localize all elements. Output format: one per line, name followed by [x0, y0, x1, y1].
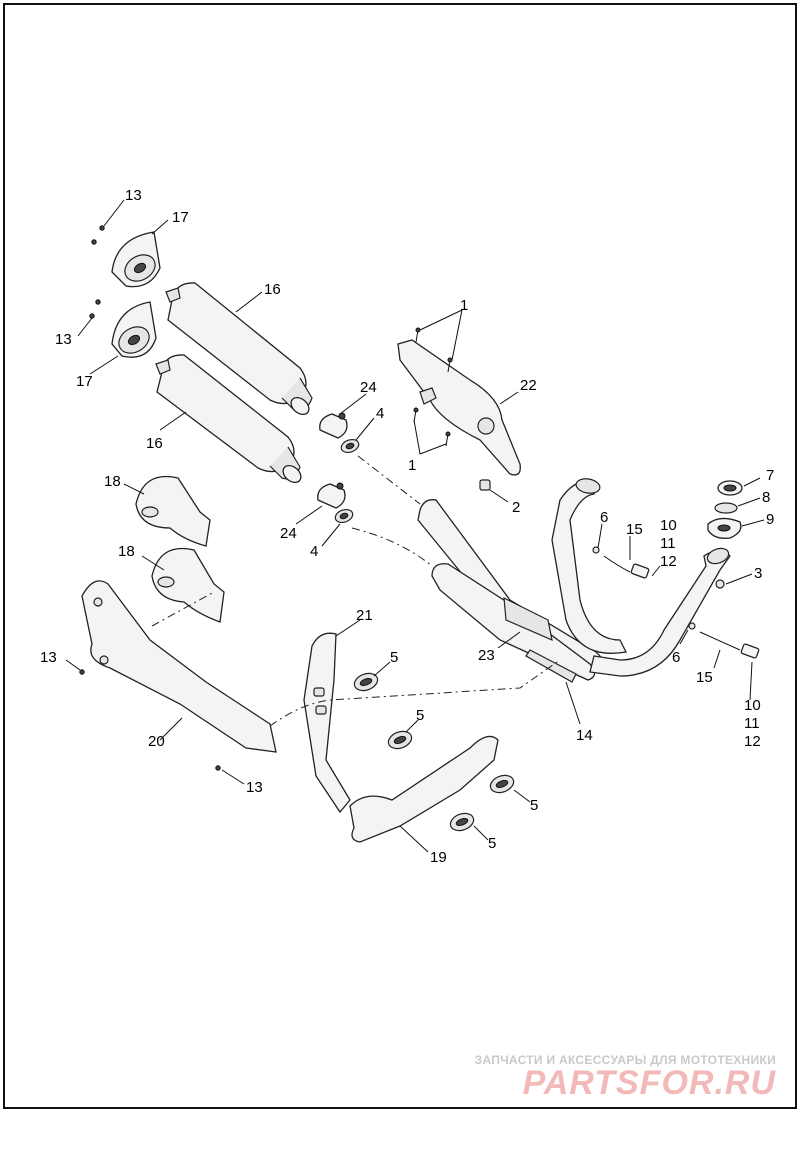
- heat-shield-upper[interactable]: [81, 580, 277, 753]
- callout-13c: 13: [40, 649, 57, 666]
- callout-numbers: 13 17 16 13 17 1 24 22 4 16 1 7 8 18 2 9…: [40, 187, 774, 866]
- exhaust-flange[interactable]: [707, 517, 742, 539]
- cap-screws-upper: [89, 225, 105, 319]
- end-cap-upper[interactable]: [111, 231, 161, 288]
- callout-23: 23: [478, 647, 495, 664]
- watermark: ЗАПЧАСТИ И АКСЕССУАРЫ ДЛЯ МОТОТЕХНИКИ PA…: [475, 1053, 777, 1102]
- callout-17b: 17: [76, 373, 93, 390]
- head-pipe-front[interactable]: [551, 477, 627, 654]
- callout-8: 8: [762, 489, 770, 506]
- callout-24b: 24: [280, 525, 297, 542]
- callout-22: 22: [520, 377, 537, 394]
- watermark-tagline: ЗАПЧАСТИ И АКСЕССУАРЫ ДЛЯ МОТОТЕХНИКИ: [475, 1053, 776, 1067]
- callout-4a: 4: [376, 405, 384, 422]
- callout-10b: 10: [744, 697, 761, 714]
- callout-2: 2: [512, 499, 520, 516]
- retaining-ring[interactable]: [717, 480, 743, 496]
- callout-15a: 15: [626, 521, 643, 538]
- callout-6a: 6: [600, 509, 608, 526]
- callout-11a: 11: [660, 535, 676, 552]
- callout-6b: 6: [672, 649, 680, 666]
- oxygen-sensor-front[interactable]: [592, 546, 650, 579]
- mounting-bracket[interactable]: [397, 339, 521, 476]
- callout-14: 14: [576, 727, 593, 744]
- gasket-5a[interactable]: [352, 670, 380, 693]
- flange-nut[interactable]: [715, 579, 725, 589]
- end-cap-lower[interactable]: [111, 301, 157, 358]
- gasket-upper[interactable]: [339, 437, 360, 454]
- callout-12b: 12: [744, 733, 761, 750]
- gasket-5c[interactable]: [488, 772, 516, 795]
- callout-11b: 11: [744, 715, 760, 732]
- muffler-clamp-lower[interactable]: [317, 482, 346, 509]
- callout-7: 7: [766, 467, 774, 484]
- callout-16a: 16: [264, 281, 281, 298]
- bracket-bolts: [413, 327, 453, 447]
- bracket-nut[interactable]: [479, 479, 491, 491]
- callout-13d: 13: [246, 779, 263, 796]
- callout-9: 9: [766, 511, 774, 528]
- watermark-logo: PARTSFOR.RU: [523, 1064, 777, 1102]
- callout-18b: 18: [118, 543, 135, 560]
- gasket-5b[interactable]: [386, 728, 414, 751]
- callout-21: 21: [356, 607, 373, 624]
- callout-5d: 5: [488, 835, 496, 852]
- leader-lines: [65, 199, 765, 853]
- assembly-lines: [151, 455, 561, 727]
- callout-17a: 17: [172, 209, 189, 226]
- callout-3: 3: [754, 565, 762, 582]
- muffler-clamp-upper[interactable]: [319, 412, 348, 439]
- muffler-upper[interactable]: [165, 282, 313, 418]
- muffler-shield-upper[interactable]: [135, 475, 211, 547]
- callout-5c: 5: [530, 797, 538, 814]
- callout-20: 20: [148, 733, 165, 750]
- callout-5a: 5: [390, 649, 398, 666]
- gasket-5d[interactable]: [448, 810, 476, 833]
- callout-19: 19: [430, 849, 447, 866]
- oxygen-sensor-rear[interactable]: [688, 622, 760, 659]
- callout-18a: 18: [104, 473, 121, 490]
- callout-12a: 12: [660, 553, 677, 570]
- callout-13a: 13: [125, 187, 142, 204]
- diagram-border: [3, 3, 797, 1109]
- muffler-lower[interactable]: [155, 354, 304, 486]
- callout-5b: 5: [416, 707, 424, 724]
- callout-16b: 16: [146, 435, 163, 452]
- callout-1a: 1: [460, 297, 468, 314]
- callout-13b: 13: [55, 331, 72, 348]
- shield-screws: [79, 669, 221, 771]
- heat-shield-lower[interactable]: [303, 632, 351, 814]
- exhaust-crossover[interactable]: [417, 499, 603, 681]
- callout-24a: 24: [360, 379, 377, 396]
- callout-4b: 4: [310, 543, 318, 560]
- callout-1b: 1: [408, 457, 416, 474]
- gasket-ring[interactable]: [714, 502, 738, 514]
- muffler-shield-lower[interactable]: [151, 547, 225, 623]
- callout-10a: 10: [660, 517, 677, 534]
- head-pipe-lower[interactable]: [349, 735, 499, 843]
- head-pipe-rear[interactable]: [589, 546, 731, 677]
- gasket-lower[interactable]: [333, 507, 354, 524]
- callout-15b: 15: [696, 669, 713, 686]
